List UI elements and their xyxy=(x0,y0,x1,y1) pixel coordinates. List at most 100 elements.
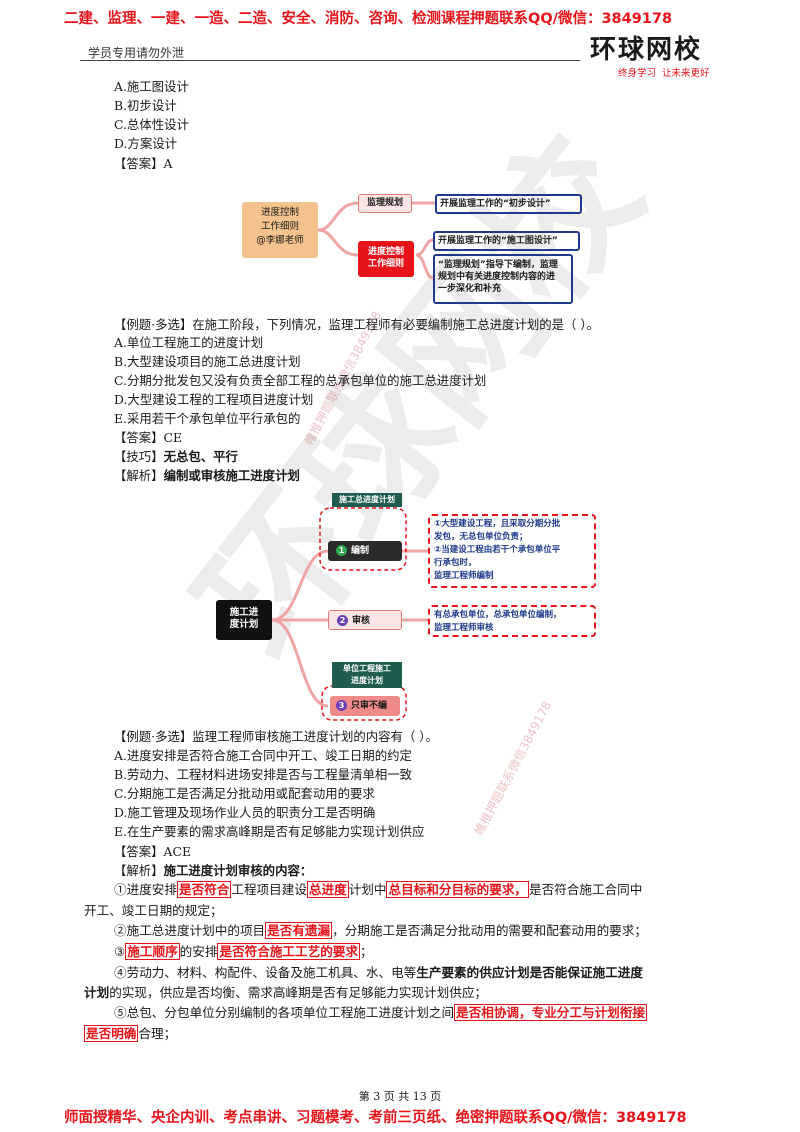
compile-desc-4: 行承包时， xyxy=(434,558,477,568)
compile-desc-1: ①大型建设工程，且采取分期分批 xyxy=(434,519,561,529)
p1-c: 工程项目建设 xyxy=(231,882,307,897)
answer-top: 【答案】A xyxy=(114,156,173,171)
node1-label: 编制 xyxy=(351,546,370,556)
root-line-1: 进度控制 xyxy=(260,207,299,218)
q1-stem: 【例题·多选】在施工阶段，下列情况，监理工程师有必要编制施工总进度计划的是（ ）… xyxy=(114,317,599,332)
node3-label: 只审不编 xyxy=(351,701,388,711)
q2-analysis: 【解析】施工进度计划审核的内容： xyxy=(114,862,312,880)
para-5-line-2: 是否明确合理； xyxy=(84,1025,176,1043)
node-rules-desc-1: 开展监理工作的“施工图设计” xyxy=(433,231,580,251)
title-box-total: 施工总进度计划 xyxy=(332,493,402,507)
analysis-text: 编制或审核施工进度计划 xyxy=(163,468,300,483)
p1-highlight-3: 总目标和分目标的要求， xyxy=(386,881,529,898)
node1-badge: 1 xyxy=(336,545,347,556)
header-rule xyxy=(80,60,580,61)
node-compile-desc: ①大型建设工程，且采取分期分批 发包，无总包单位负责； ②当建设工程由若干个承包… xyxy=(428,514,596,588)
p4-d: 的实现，供应是否均衡、需求高峰期是否有足够能力实现计划供应； xyxy=(109,985,487,1000)
logo-slogan: 终身学习 让未来更好 xyxy=(618,68,710,79)
p4-bold-2: 计划 xyxy=(84,985,110,1000)
root-line-3: @李娜老师 xyxy=(256,235,304,246)
q2-option-a: A.进度安排是否符合施工合同中开工、竣工日期的约定 xyxy=(114,748,412,763)
p3-highlight-1: 施工顺序 xyxy=(125,943,180,960)
q1-option-b: B.大型建设项目的施工总进度计划 xyxy=(114,354,301,369)
rules-desc-line-1: “监理规划”指导下编制，监理 xyxy=(438,260,558,270)
node-plan: 监理规划 xyxy=(358,194,412,213)
node-compile: 1 编制 xyxy=(328,541,402,561)
p2-a: ②施工总进度计划中的项目 xyxy=(114,923,266,938)
para-2: ②施工总进度计划中的项目是否有遗漏，分期施工是否满足分批动用的需要和配套动用的要… xyxy=(114,922,647,940)
root2-line-1: 施工进 xyxy=(229,607,259,618)
node3-badge: 3 xyxy=(336,700,347,711)
option-a: A.施工图设计 xyxy=(114,79,189,94)
para-1-line-1: ①进度安排是否符合工程项目建设总进度计划中总目标和分目标的要求，是否符合施工合同… xyxy=(114,881,642,899)
p5-d: 合理； xyxy=(138,1026,177,1041)
q1-tip: 【技巧】无总包、平行 xyxy=(114,448,238,466)
compile-desc-5: 监理工程师编制 xyxy=(434,571,494,581)
mindmap-1: 进度控制 工作细则 @李娜老师 监理规划 开展监理工作的“初步设计” 进度控制 … xyxy=(0,0,800,320)
p1-e: 计划中 xyxy=(348,882,387,897)
page-number: 第 3 页 共 13 页 xyxy=(358,1090,442,1103)
q1-option-d: D.大型建设工程的工程项目进度计划 xyxy=(114,392,314,407)
unit-title-1: 单位工程施工 xyxy=(343,664,391,673)
node-rules-line-1: 进度控制 xyxy=(367,247,404,257)
p1-highlight-2: 总进度 xyxy=(306,881,349,898)
q2-answer: 【答案】ACE xyxy=(114,844,192,859)
para-4-line-2: 计划的实现，供应是否均衡、需求高峰期是否有足够能力实现计划供应； xyxy=(84,984,487,1002)
q2-option-e: E.在生产要素的需求高峰期是否有足够能力实现计划供应 xyxy=(114,824,425,839)
p3-a: ③ xyxy=(114,944,126,959)
node-review-only: 3 只审不编 xyxy=(330,696,400,716)
mindmap-2-root: 施工进 度计划 xyxy=(216,600,272,640)
node-rules-desc-2: “监理规划”指导下编制，监理 规划中有关进度控制内容的进 一步深化和补充 xyxy=(433,254,573,304)
node-review-desc: 有总承包单位，总承包单位编制， 监理工程师审核 xyxy=(428,605,596,637)
notice-text: 学员专用请勿外泄 xyxy=(88,46,185,60)
q2-analysis-label: 【解析】 xyxy=(114,863,164,878)
p5-highlight-1: 是否相协调，专业分工与计划衔接 xyxy=(454,1004,647,1021)
mindmap-2-connectors xyxy=(271,507,428,721)
node-plan-desc: 开展监理工作的“初步设计” xyxy=(435,194,582,214)
top-banner: 二建、监理、一建、一造、二造、安全、消防、咨询、检测课程押题联系QQ/微信：38… xyxy=(64,11,673,27)
compile-desc-2: 发包，无总包单位负责； xyxy=(434,532,528,542)
option-b: B.初步设计 xyxy=(114,98,177,113)
option-c: C.总体性设计 xyxy=(114,117,189,132)
q1-option-e: E.采用若干个承包单位平行承包的 xyxy=(114,411,301,426)
analysis-label: 【解析】 xyxy=(114,468,164,483)
p4-a: ④劳动力、材料、构配件、设备及施工机具、水、电等 xyxy=(114,965,417,980)
mindmap-1-root: 进度控制 工作细则 @李娜老师 xyxy=(242,202,318,258)
q2-stem: 【例题·多选】监理工程师审核施工进度计划的内容有（ ）。 xyxy=(114,729,438,744)
p2-highlight: 是否有遗漏 xyxy=(265,922,333,939)
para-1-line-2: 开工、竣工日期的规定； xyxy=(84,903,223,918)
p5-highlight-2: 是否明确 xyxy=(84,1025,139,1042)
p2-c: ，分期施工是否满足分批动用的需要和配套动用的要求； xyxy=(332,923,647,938)
option-d: D.方案设计 xyxy=(114,136,177,151)
q1-answer: 【答案】CE xyxy=(114,430,183,445)
q1-option-a: A.单位工程施工的进度计划 xyxy=(114,335,264,350)
q2-option-d: D.施工管理及现场作业人员的职责分工是否明确 xyxy=(114,805,376,820)
q1-option-c: C.分期分批发包又没有负责全部工程的总承包单位的施工总进度计划 xyxy=(114,373,487,388)
rules-desc-line-3: 一步深化和补充 xyxy=(438,284,502,294)
compile-desc-3: ②当建设工程由若干个承包单位平 xyxy=(434,545,561,555)
bottom-banner: 师面授精华、央企内训、考点串讲、习题模考、考前三页纸、绝密押题联系QQ/微信：3… xyxy=(64,1110,687,1126)
p3-e: ； xyxy=(359,944,373,959)
mindmap-2: 施工进 度计划 施工总进度计划 1 编制 ①大型建设工程，且采取分期分批 发包，无… xyxy=(216,493,596,721)
p4-bold: 生产要素的供应计划是否能保证施工进度 xyxy=(416,965,643,980)
rules-desc-line-2: 规划中有关进度控制内容的进 xyxy=(438,272,556,282)
node-rules: 进度控制 工作细则 xyxy=(358,241,414,277)
title-box-unit: 单位工程施工 进度计划 xyxy=(332,662,402,688)
root2-line-2: 度计划 xyxy=(229,619,259,630)
node2-label: 审核 xyxy=(352,616,371,626)
logo-text: 环球网校 xyxy=(590,35,703,65)
review-desc-2: 监理工程师审核 xyxy=(434,623,494,633)
tip-label: 【技巧】 xyxy=(114,449,164,464)
para-4-line-1: ④劳动力、材料、构配件、设备及施工机具、水、电等生产要素的供应计划是否能保证施工… xyxy=(114,964,643,982)
q2-analysis-text: 施工进度计划审核的内容： xyxy=(163,863,313,878)
p1-g: 是否符合施工合同中 xyxy=(529,882,643,897)
root-line-2: 工作细则 xyxy=(260,221,299,232)
p3-highlight-2: 是否符合施工工艺的要求 xyxy=(217,943,360,960)
q1-analysis: 【解析】编制或审核施工进度计划 xyxy=(114,467,300,485)
mindmap-1-connectors xyxy=(317,201,435,280)
p1-a: ①进度安排 xyxy=(114,882,177,897)
q2-option-c: C.分期施工是否满足分批动用或配套动用的要求 xyxy=(114,786,375,801)
p3-c: 的安排 xyxy=(179,944,218,959)
